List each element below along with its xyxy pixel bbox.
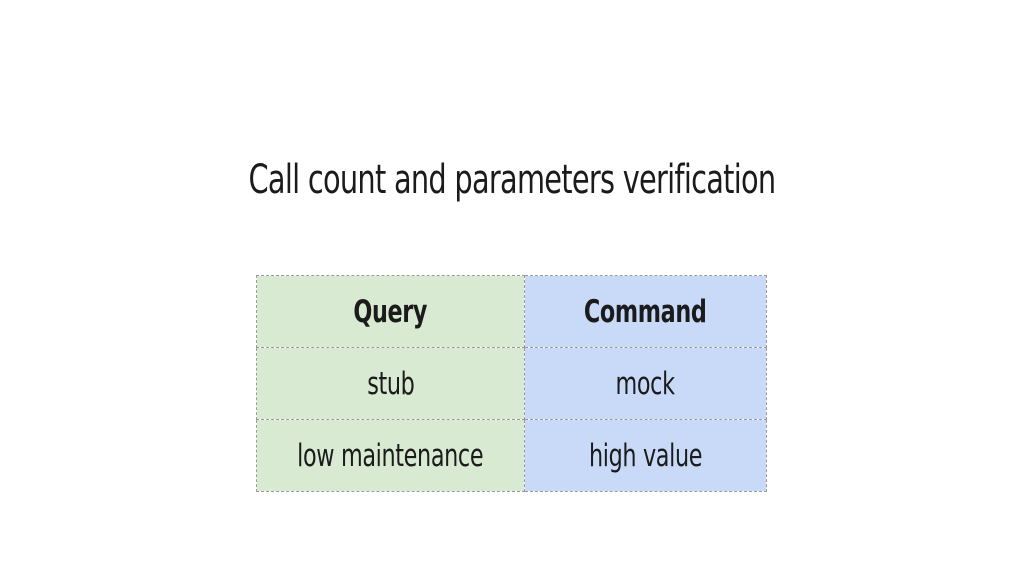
table-row: low maintenance high value bbox=[256, 419, 767, 492]
header-label-command: Command bbox=[584, 293, 707, 330]
table-cell-command: mock bbox=[524, 347, 767, 420]
table-cell-query: low maintenance bbox=[256, 419, 525, 492]
header-label-query: Query bbox=[353, 293, 428, 330]
header-cell-query: Query bbox=[256, 275, 525, 348]
cell-text: stub bbox=[366, 365, 415, 402]
cell-text: low maintenance bbox=[297, 437, 484, 474]
cell-text: high value bbox=[588, 437, 703, 474]
table-row: stub mock bbox=[256, 347, 767, 420]
comparison-table: Query Command stub mock low maintenance … bbox=[256, 275, 767, 492]
table-cell-command: high value bbox=[524, 419, 767, 492]
table-header-row: Query Command bbox=[256, 275, 767, 348]
slide-title: Call count and parameters verification bbox=[248, 157, 777, 203]
cell-text: mock bbox=[615, 365, 676, 402]
table-cell-query: stub bbox=[256, 347, 525, 420]
header-cell-command: Command bbox=[524, 275, 767, 348]
